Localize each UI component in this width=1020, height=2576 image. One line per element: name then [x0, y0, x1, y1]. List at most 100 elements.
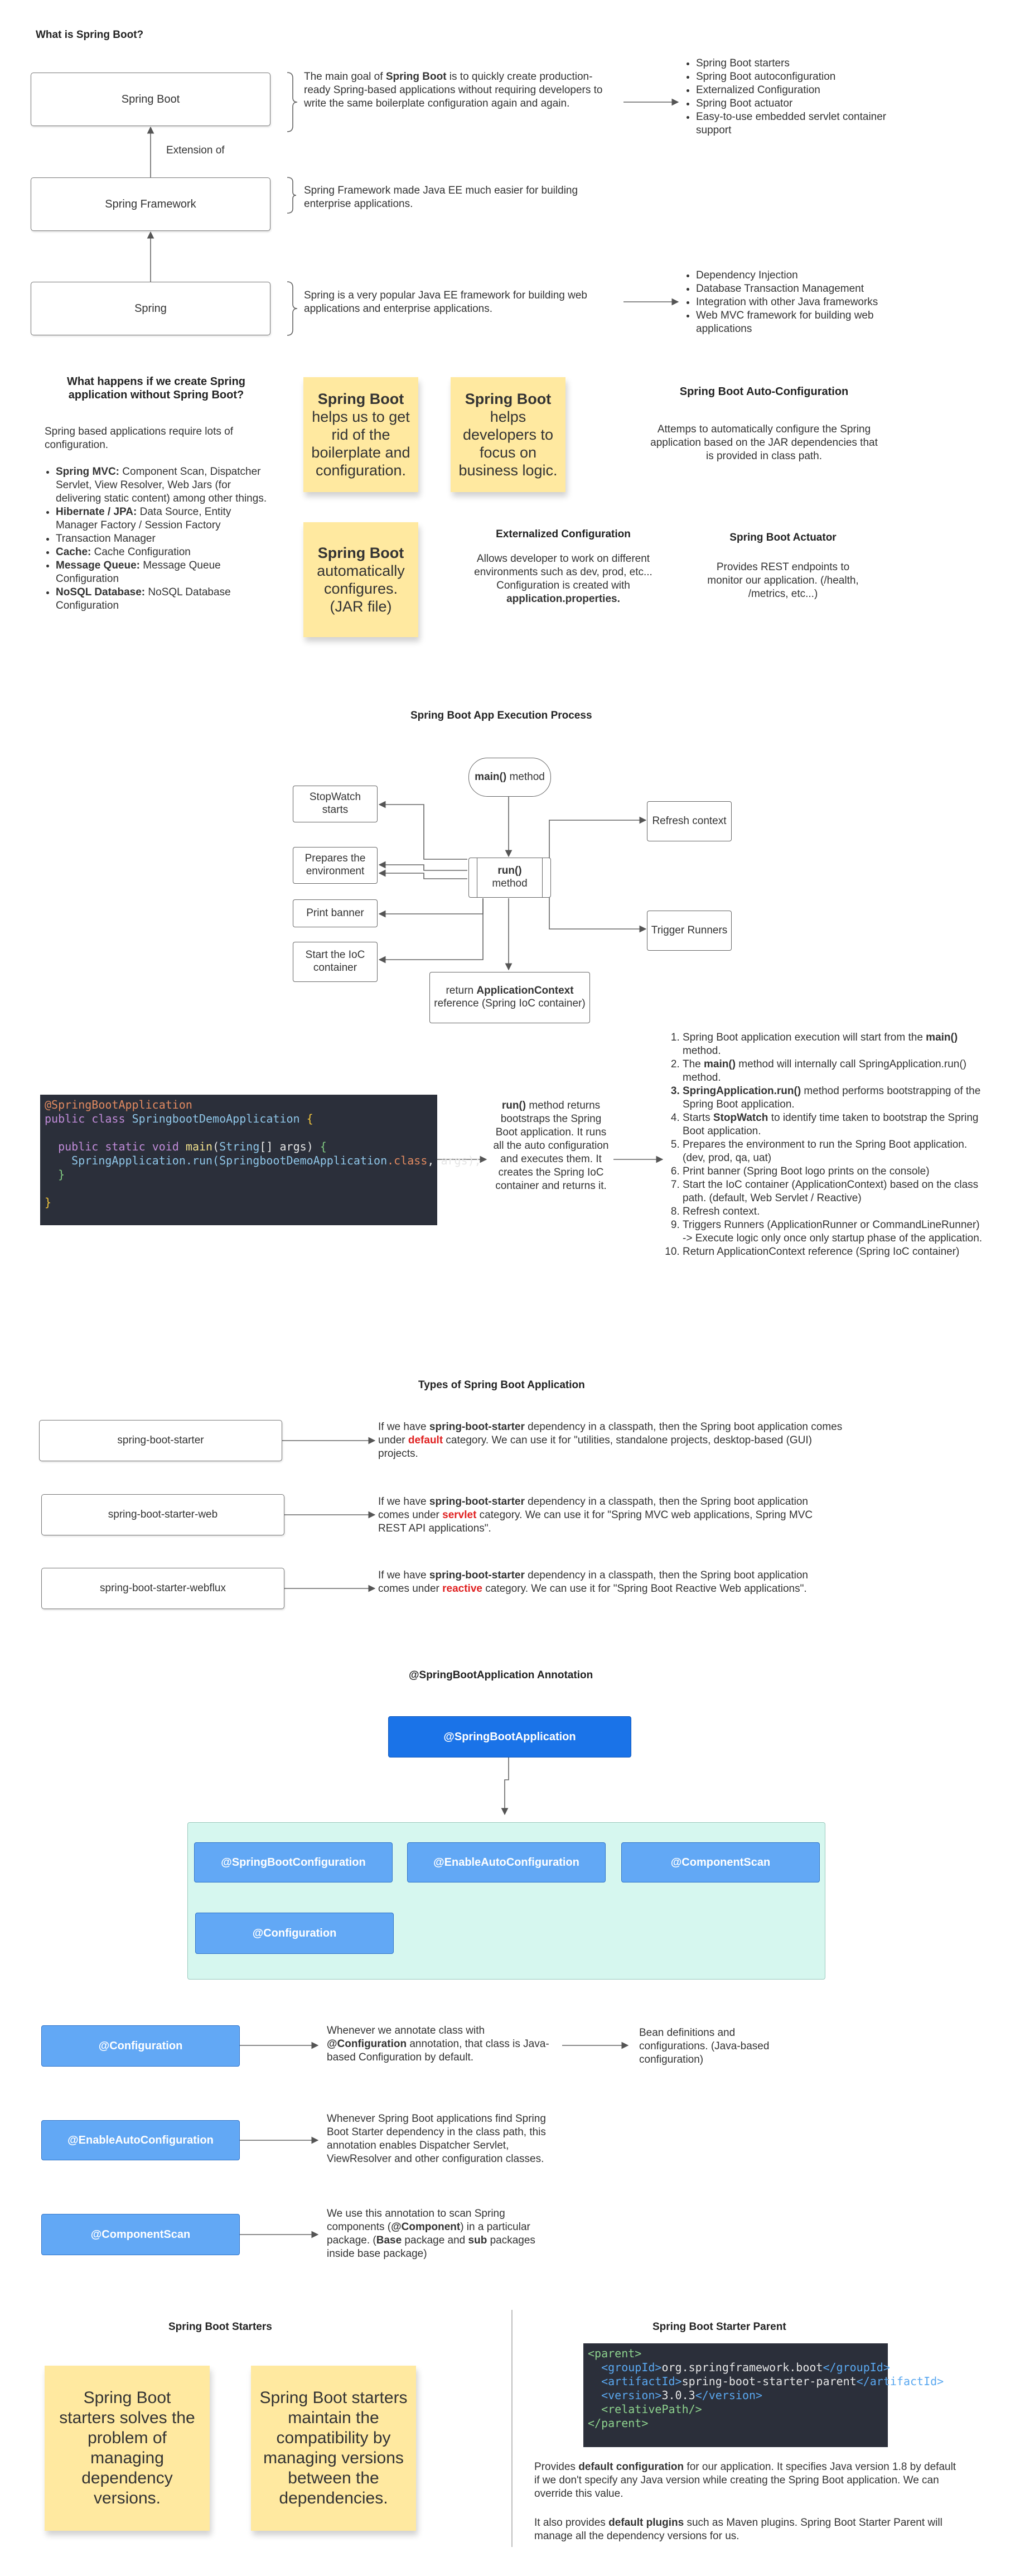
sticky-bold: Spring Boot [317, 391, 404, 407]
item-text: Data Source, Entity Manager Factory / Se… [56, 506, 231, 531]
spring-description: Spring is a very popular Java EE framewo… [304, 290, 587, 315]
step-bold: SpringApplication.run() [683, 1085, 801, 1097]
code-token: spring-boot-starter-parent [681, 2375, 857, 2388]
sticky-text: automatically configures. (JAR file) [317, 562, 405, 615]
desc-bold: Base [376, 2235, 402, 2246]
desc-bold: spring-boot-starter [429, 1569, 525, 1581]
code-token: public [45, 1112, 85, 1125]
step-text: to identify time taken to bootstrap the … [683, 1112, 979, 1137]
list-item: Integration with other Java frameworks [696, 296, 919, 309]
desc-text: It also provides [534, 2517, 609, 2529]
step-text: Starts [683, 1112, 713, 1124]
code-token: String [219, 1140, 260, 1153]
refresh-context-node: Refresh context [647, 801, 732, 841]
code-token: <parent> [588, 2347, 642, 2360]
desc-text: ) in a particular package. ( [327, 2221, 530, 2246]
node-bold: main() [475, 771, 507, 783]
desc-text: for our application. It specifies Java v… [534, 2461, 956, 2500]
node-text: reference (Spring IoC container) [434, 998, 586, 1009]
desc-text: If we have [378, 1569, 429, 1581]
sticky-note-compatibility: Spring Boot starters maintain the compat… [251, 2366, 416, 2531]
code-token: { [320, 1140, 327, 1153]
step-text: method performs bootstrapping of the Spr… [683, 1085, 981, 1110]
code-token: SpringbootDemoApplication [219, 1154, 388, 1167]
componentscan-detail-text: We use this annotation to scan Spring co… [327, 2207, 550, 2261]
list-item: Externalized Configuration [696, 84, 919, 97]
code-token: SpringApplication.run( [71, 1154, 220, 1167]
spring-framework-description: Spring Framework made Java EE much easie… [304, 185, 578, 210]
item-bold: NoSQL Database: [56, 586, 146, 598]
sticky-bold: Spring Boot [465, 391, 552, 407]
node-text: method [492, 878, 528, 889]
enableautoconfiguration-detail-text: Whenever Spring Boot applications find S… [327, 2113, 546, 2165]
list-item: Web MVC framework for building web appli… [696, 309, 919, 336]
stopwatch-node: StopWatch starts [293, 786, 378, 822]
list-item: Cache: Cache Configuration [56, 546, 273, 559]
annotation-title: @SpringBootApplication Annotation [409, 1669, 593, 1681]
desc-text: is to quickly create production-ready Sp… [304, 71, 603, 109]
run-method-description: run() method returns bootstraps the Spri… [490, 1099, 612, 1193]
run-method-node: run()method [468, 858, 551, 898]
step-text: method. [683, 1045, 721, 1057]
desc-text: method returns bootstraps the Spring Boo… [493, 1100, 609, 1192]
list-item: Print banner (Spring Boot logo prints on… [683, 1165, 984, 1178]
spring-boot-description: The main goal of Spring Boot is to quick… [304, 70, 616, 110]
desc-text: Provides [534, 2461, 579, 2473]
execution-steps-list: Spring Boot application execution will s… [666, 1031, 984, 1259]
spring-features-list: Dependency Injection Database Transactio… [685, 269, 919, 336]
code-token: <artifactId> [601, 2375, 682, 2388]
springbootconfiguration-node: @SpringBootConfiguration [194, 1842, 393, 1882]
process-bar [542, 858, 543, 897]
desc-text: package and [402, 2235, 468, 2246]
prepares-environment-node: Prepares the environment [293, 847, 378, 884]
starter-webflux-box: spring-boot-starter-webflux [41, 1568, 284, 1609]
extconfig-description: Allows developer to work on different en… [453, 552, 674, 606]
starter-webflux-description: If we have spring-boot-starter dependenc… [378, 1569, 813, 1596]
spring-boot-box: Spring Boot [31, 73, 270, 126]
step-text: method will internally call SpringApplic… [683, 1058, 966, 1084]
code-token: } [58, 1168, 65, 1181]
code-token: public [58, 1140, 99, 1153]
category-highlight: reactive [442, 1583, 482, 1595]
list-item: Triggers Runners (ApplicationRunner or C… [683, 1219, 984, 1245]
code-token: class [91, 1112, 125, 1125]
actuator-title: Spring Boot Actuator [729, 532, 837, 543]
item-bold: Spring MVC: [56, 466, 119, 478]
step-bold: StopWatch [713, 1112, 768, 1124]
code-token: , args); [427, 1154, 481, 1167]
item-text: NoSQL Database Configuration [56, 586, 231, 612]
desc-text: The main goal of [304, 71, 386, 83]
desc-bold: default configuration [578, 2461, 684, 2473]
list-item: Spring Boot actuator [696, 97, 919, 110]
list-item: Spring Boot application execution will s… [683, 1031, 984, 1058]
autoconfig-title: Spring Boot Auto-Configuration [679, 386, 849, 398]
starter-web-description: If we have spring-boot-starter dependenc… [378, 1495, 813, 1535]
desc-text: We use this annotation to scan Spring co… [327, 2208, 505, 2233]
list-item: NoSQL Database: NoSQL Database Configura… [56, 586, 273, 613]
desc-text: dependency in a classpath, then the Spri… [378, 1421, 843, 1446]
code-token: .class [387, 1154, 428, 1167]
list-item: The main() method will internally call S… [683, 1058, 984, 1085]
configuration-node: @Configuration [195, 1913, 394, 1954]
execution-process-title: Spring Boot App Execution Process [410, 710, 592, 721]
starters-title: Spring Boot Starters [168, 2321, 272, 2333]
code-token: <groupId> [601, 2361, 662, 2374]
item-bold: Cache: [56, 546, 91, 558]
sticky-text: helps us to get rid of the boilerplate a… [311, 408, 410, 479]
parent-xml-code-block: <parent> <groupId>org.springframework.bo… [583, 2343, 944, 2447]
code-token: org.springframework.boot [661, 2361, 823, 2374]
code-token: args [279, 1140, 307, 1153]
list-item: Spring MVC: Component Scan, Dispatcher S… [56, 465, 273, 505]
enableautoconfiguration-detail-node: @EnableAutoConfiguration [41, 2120, 240, 2160]
list-item: Easy-to-use embedded servlet container s… [696, 110, 919, 137]
list-item: Dependency Injection [696, 269, 919, 282]
sticky-note-managing-versions: Spring Boot starters solves the problem … [45, 2366, 210, 2531]
list-item: Starts StopWatch to identify time taken … [683, 1111, 984, 1138]
item-text: Component Scan, Dispatcher Servlet, View… [56, 466, 267, 504]
configuration-result-text: Bean definitions and configurations. (Ja… [639, 2027, 770, 2065]
code-token: [] [259, 1140, 273, 1153]
node-bold: ApplicationContext [476, 985, 574, 997]
starter-parent-title: Spring Boot Starter Parent [652, 2321, 786, 2333]
desc-bold: default plugins [608, 2517, 684, 2529]
code-token: <version> [601, 2389, 662, 2402]
